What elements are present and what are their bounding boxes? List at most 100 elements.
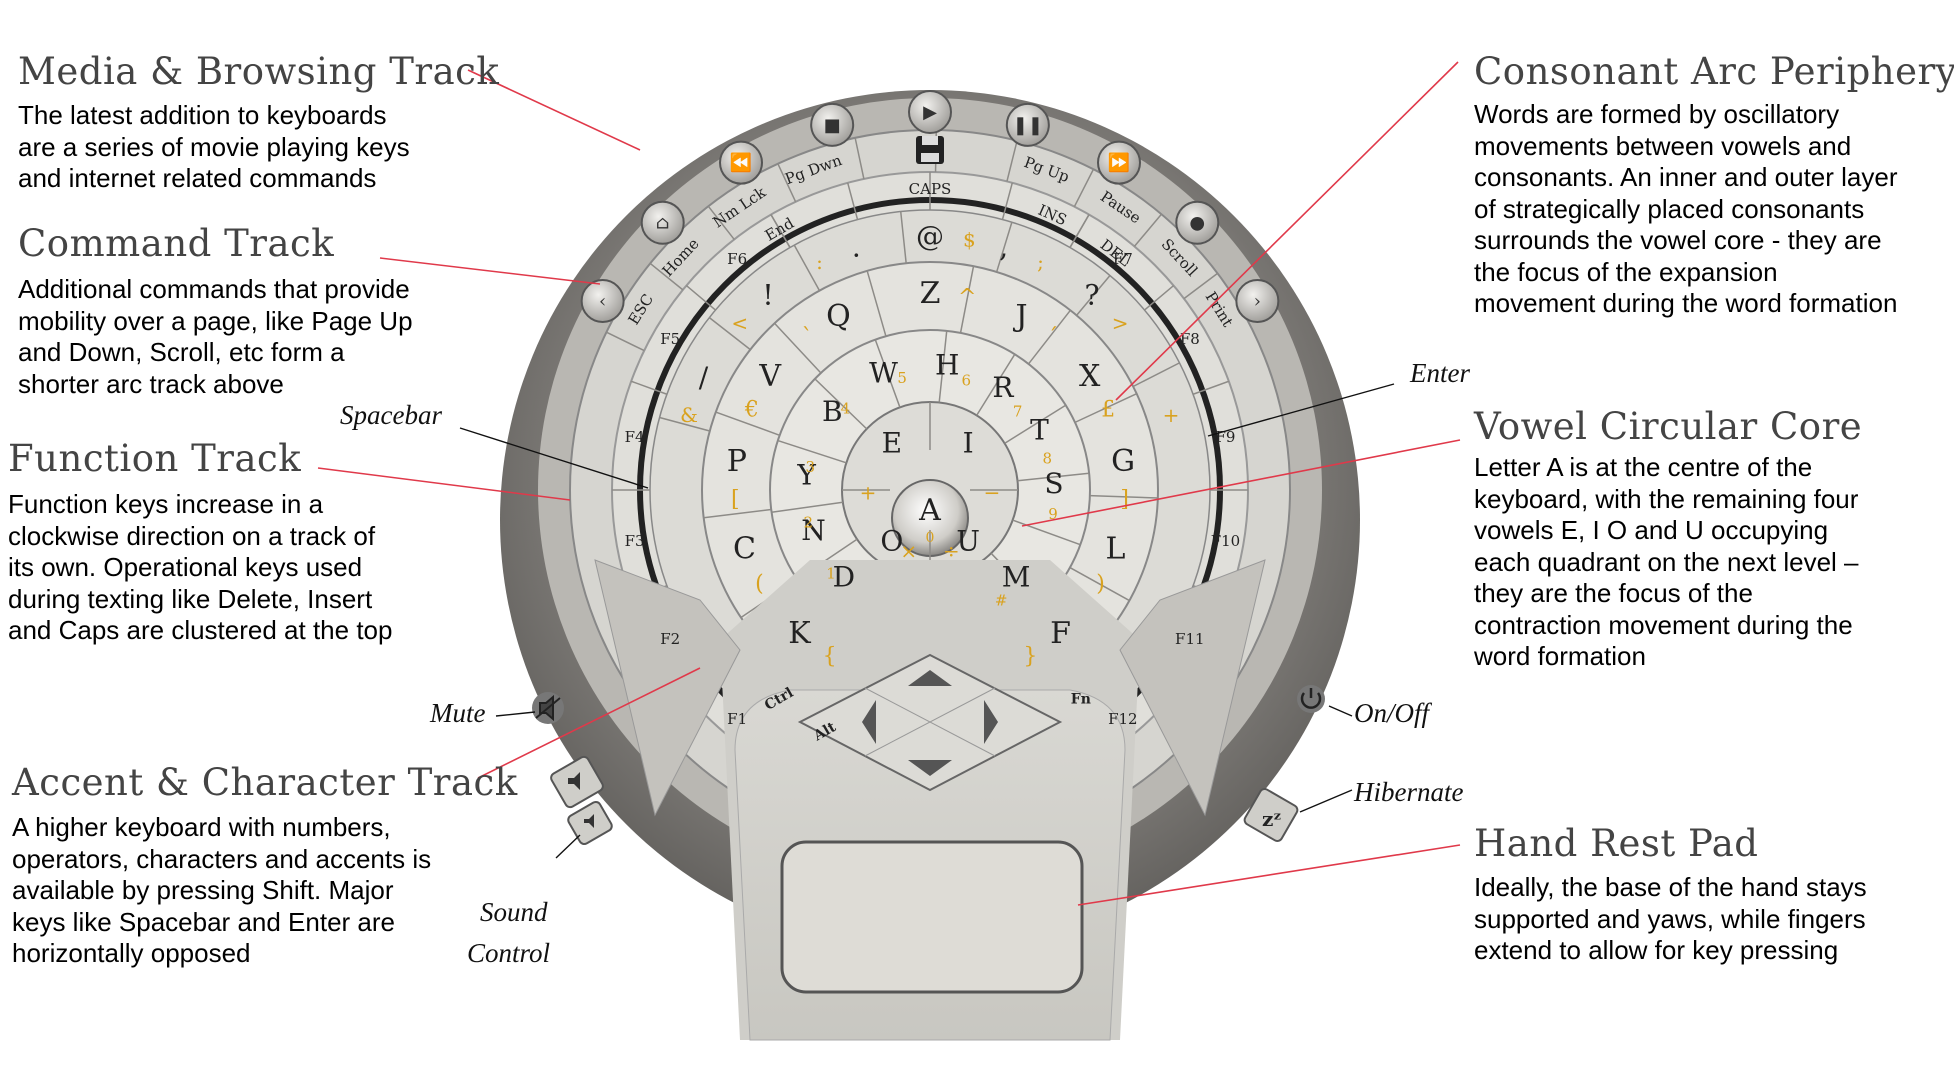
- key-divider: [707, 205, 735, 240]
- play-icon: ▶: [923, 102, 937, 123]
- forward-button[interactable]: ›: [1235, 279, 1280, 323]
- rewind-button[interactable]: ⏪: [719, 140, 763, 185]
- key-y-alt: 3: [805, 458, 815, 476]
- power-icon: [1300, 688, 1322, 709]
- key-divider: [975, 353, 1016, 416]
- key-f2: F2: [660, 630, 680, 648]
- key-h: H: [935, 349, 959, 382]
- home-button[interactable]: ⌂: [640, 200, 685, 245]
- key-a: A: [918, 493, 941, 528]
- key-w: W: [869, 357, 898, 390]
- key-l: L: [1105, 531, 1125, 566]
- pause-button[interactable]: ❚❚: [1005, 102, 1050, 147]
- record-icon: ●: [1189, 213, 1205, 234]
- key-f6: F6: [727, 250, 747, 268]
- key-t-alt: 8: [1042, 450, 1052, 468]
- key-n-alt: 2: [804, 514, 814, 532]
- sleep-icon: zᶻ: [1262, 807, 1282, 831]
- key-h-alt: 6: [961, 371, 971, 389]
- key-k: K: [788, 616, 811, 651]
- key-divider: [630, 380, 668, 395]
- key-j: J: [1013, 299, 1028, 334]
- key-f-alt: }: [1023, 644, 1037, 669]
- record-button[interactable]: ●: [1175, 200, 1220, 245]
- key-f4: F4: [625, 428, 645, 446]
- key-divider: [703, 508, 772, 519]
- key-v: V: [758, 359, 782, 394]
- key-m: M: [1002, 561, 1031, 594]
- fast-forward-button[interactable]: ⏩: [1097, 140, 1141, 185]
- mute-button[interactable]: [532, 692, 564, 724]
- key-c-alt: (: [755, 572, 764, 597]
- key-divider: [1004, 404, 1067, 445]
- function-track-title: Function Track: [8, 437, 302, 480]
- key-q: Q: [826, 299, 851, 334]
- arrow-left-button[interactable]: [862, 700, 876, 744]
- vowel-core-description: Letter A is at the centre of the keyboar…: [1474, 452, 1859, 671]
- key-punct-alt: $: [963, 228, 976, 252]
- save-icon[interactable]: [916, 136, 944, 164]
- key-divider: [659, 416, 710, 432]
- sound-control-label-2: Control: [467, 938, 551, 968]
- key-a-alt: 0: [926, 530, 935, 546]
- hand-rest-pad[interactable]: [780, 840, 1084, 994]
- arrow-pad: [797, 653, 1063, 792]
- key-divider: [1075, 275, 1111, 316]
- arrow-right-button[interactable]: [984, 700, 998, 744]
- key-divider: [814, 378, 868, 430]
- accent-track-description: A higher keyboard with numbers, operator…: [12, 812, 432, 968]
- key-punct-alt: <: [731, 311, 748, 335]
- key-punct-alt: &: [680, 403, 698, 427]
- consonant-arc-description: Words are formed by oscillatory movement…: [1474, 99, 1898, 318]
- hibernate-label: Hibernate: [1354, 777, 1464, 807]
- key-f3: F3: [625, 532, 645, 550]
- key-punct-alt: :: [816, 250, 823, 274]
- home-icon: ⌂: [656, 213, 670, 234]
- key-k-alt: {: [823, 644, 837, 669]
- hibernate-button[interactable]: zᶻ: [1243, 787, 1299, 843]
- key-divider: [770, 214, 791, 248]
- fast-forward-icon: ⏩: [1108, 152, 1130, 174]
- key-j-alt: ´: [1047, 325, 1058, 350]
- key-z: Z: [920, 276, 941, 311]
- key-f5: F5: [660, 330, 680, 348]
- key-vowel-o: O: [880, 524, 903, 557]
- arrow-up-button[interactable]: [908, 670, 952, 686]
- arrow-down-button[interactable]: [908, 760, 952, 776]
- key-divider: [715, 411, 780, 436]
- key-punct: @: [916, 220, 944, 253]
- key-divider: [899, 211, 907, 264]
- key-w-alt: 5: [897, 369, 907, 387]
- key-f11: F11: [1175, 630, 1205, 648]
- key-divider: [1027, 309, 1071, 365]
- key-divider: [846, 182, 859, 220]
- key-g: G: [1111, 444, 1135, 479]
- key-divider: [685, 285, 716, 311]
- key-divider: [771, 501, 843, 514]
- rewind-icon: ⏪: [730, 152, 752, 174]
- stop-button[interactable]: ■: [810, 102, 855, 147]
- key-b-alt: 4: [841, 399, 851, 417]
- spacebar-label: Spacebar: [340, 400, 442, 430]
- key-punct-alt: +: [1163, 403, 1180, 427]
- key-y: Y: [796, 459, 816, 492]
- key-vowel-e: E: [882, 427, 902, 460]
- key-divider: [938, 330, 948, 403]
- key-s: S: [1044, 467, 1063, 500]
- mute-label: Mute: [430, 698, 486, 728]
- key-operator: −: [984, 481, 1001, 505]
- hand-rest-description: Ideally, the base of the hand stays supp…: [1474, 872, 1867, 965]
- media-track-description: The latest addition to keyboards are a s…: [18, 100, 410, 193]
- play-button[interactable]: ▶: [908, 90, 952, 134]
- power-button[interactable]: [1297, 685, 1325, 713]
- key-vowel-i: I: [963, 427, 974, 460]
- key-t: T: [1030, 413, 1049, 446]
- key-n: N: [801, 514, 826, 547]
- volume-down-button[interactable]: [566, 800, 613, 846]
- key-divider: [793, 244, 821, 291]
- right-wing: [1119, 559, 1266, 817]
- key-g-alt: ]: [1120, 487, 1129, 512]
- back-button[interactable]: ‹: [580, 279, 625, 323]
- key-c: C: [733, 531, 756, 566]
- enter-label: Enter: [1410, 358, 1470, 388]
